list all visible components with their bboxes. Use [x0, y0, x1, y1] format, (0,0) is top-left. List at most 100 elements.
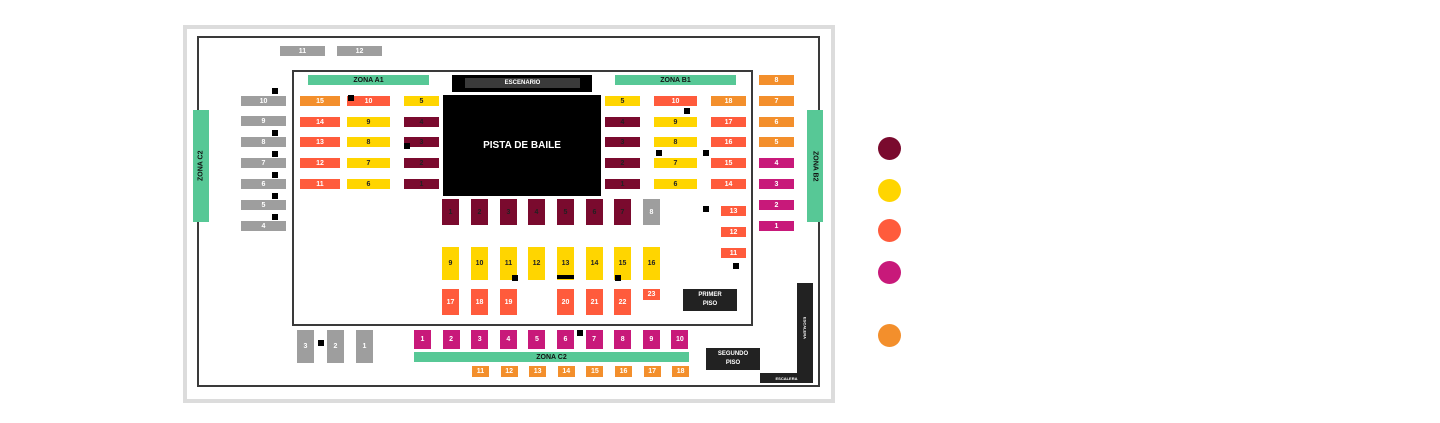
table-yellow-11[interactable]: 11: [500, 247, 517, 280]
table-maroon-3[interactable]: 3: [500, 199, 517, 225]
table-gray-8[interactable]: 8: [241, 137, 286, 147]
table-yellow-7[interactable]: 7: [347, 158, 390, 168]
table-yellow-16[interactable]: 16: [643, 247, 660, 280]
table-red-13[interactable]: 13: [721, 206, 746, 216]
table-red-12[interactable]: 12: [721, 227, 746, 237]
table-magenta-6[interactable]: 6: [557, 330, 574, 349]
table-magenta-3[interactable]: 3: [471, 330, 489, 349]
table-orange-15[interactable]: 15: [586, 366, 604, 377]
table-maroon-3[interactable]: 3: [404, 137, 439, 147]
table-magenta-9[interactable]: 9: [642, 330, 660, 349]
table-yellow-15[interactable]: 15: [614, 247, 631, 280]
table-maroon-1[interactable]: 1: [605, 179, 640, 189]
table-yellow-5[interactable]: 5: [404, 96, 439, 106]
table-orange-13[interactable]: 13: [529, 366, 547, 377]
table-gray-1[interactable]: 1: [356, 330, 373, 363]
table-maroon-4[interactable]: 4: [404, 117, 439, 127]
table-orange-14[interactable]: 14: [557, 366, 575, 377]
table-magenta-1[interactable]: 1: [759, 221, 794, 231]
zona-c2-bottom[interactable]: ZONA C2: [414, 352, 689, 362]
table-yellow-9[interactable]: 9: [347, 117, 390, 127]
table-red-21[interactable]: 21: [586, 289, 603, 315]
table-magenta-1[interactable]: 1: [414, 330, 431, 349]
table-gray-8[interactable]: 8: [643, 199, 660, 225]
table-red-11[interactable]: 11: [721, 248, 746, 258]
table-yellow-9[interactable]: 9: [654, 117, 697, 127]
table-magenta-7[interactable]: 7: [585, 330, 603, 349]
table-orange-18[interactable]: 18: [672, 366, 690, 377]
table-yellow-13[interactable]: 13: [557, 247, 574, 280]
table-maroon-4[interactable]: 4: [528, 199, 545, 225]
table-maroon-6[interactable]: 6: [586, 199, 603, 225]
table-magenta-5[interactable]: 5: [528, 330, 546, 349]
table-gray-5[interactable]: 5: [241, 200, 286, 210]
table-gray-4[interactable]: 4: [241, 221, 286, 231]
table-gray-11[interactable]: 11: [280, 46, 325, 56]
zona-b2[interactable]: ZONA B2: [807, 110, 823, 222]
table-maroon-5[interactable]: 5: [557, 199, 574, 225]
table-gray-7[interactable]: 7: [241, 158, 286, 168]
table-maroon-2[interactable]: 2: [471, 199, 488, 225]
table-maroon-1[interactable]: 1: [404, 179, 439, 189]
table-maroon-2[interactable]: 2: [404, 158, 439, 168]
table-red-14[interactable]: 14: [711, 179, 746, 189]
table-red-20[interactable]: 20: [557, 289, 574, 315]
table-gray-2[interactable]: 2: [327, 330, 344, 363]
table-gray-12[interactable]: 12: [337, 46, 382, 56]
table-red-19[interactable]: 19: [500, 289, 517, 315]
table-magenta-2[interactable]: 2: [759, 200, 794, 210]
table-red-14[interactable]: 14: [300, 117, 340, 127]
table-yellow-10[interactable]: 10: [471, 247, 488, 280]
table-orange-11[interactable]: 11: [472, 366, 489, 377]
table-maroon-3[interactable]: 3: [605, 137, 640, 147]
table-red-17[interactable]: 17: [442, 289, 459, 315]
table-yellow-8[interactable]: 8: [654, 137, 697, 147]
table-orange-6[interactable]: 6: [759, 117, 794, 127]
table-gray-6[interactable]: 6: [241, 179, 286, 189]
table-gray-9[interactable]: 9: [241, 116, 286, 126]
table-red-18[interactable]: 18: [471, 289, 488, 315]
table-magenta-2[interactable]: 2: [442, 330, 460, 349]
zona-b1[interactable]: ZONA B1: [615, 75, 736, 85]
table-magenta-10[interactable]: 10: [671, 330, 689, 349]
table-yellow-7[interactable]: 7: [654, 158, 697, 168]
table-orange-17[interactable]: 17: [643, 366, 661, 377]
table-red-10[interactable]: 10: [654, 96, 697, 106]
table-orange-7[interactable]: 7: [759, 96, 794, 106]
table-red-15[interactable]: 15: [711, 158, 746, 168]
table-magenta-3[interactable]: 3: [759, 179, 794, 189]
table-maroon-4[interactable]: 4: [605, 117, 640, 127]
table-red-23[interactable]: 23: [643, 289, 660, 300]
table-orange-18[interactable]: 18: [711, 96, 746, 106]
table-orange-8[interactable]: 8: [759, 75, 794, 85]
table-orange-5[interactable]: 5: [759, 137, 794, 147]
table-orange-12[interactable]: 12: [500, 366, 518, 377]
table-yellow-6[interactable]: 6: [347, 179, 390, 189]
table-yellow-9[interactable]: 9: [442, 247, 459, 280]
escalera-horizontal: ESCALERA: [760, 373, 813, 383]
table-gray-10[interactable]: 10: [241, 96, 286, 106]
table-red-17[interactable]: 17: [711, 117, 746, 127]
table-red-12[interactable]: 12: [300, 158, 340, 168]
table-orange-16[interactable]: 16: [615, 366, 632, 377]
table-yellow-14[interactable]: 14: [586, 247, 603, 280]
table-red-16[interactable]: 16: [711, 137, 746, 147]
table-red-22[interactable]: 22: [614, 289, 631, 315]
table-gray-3[interactable]: 3: [297, 330, 314, 363]
table-orange-15[interactable]: 15: [300, 96, 340, 106]
table-maroon-7[interactable]: 7: [614, 199, 631, 225]
table-magenta-4[interactable]: 4: [759, 158, 794, 168]
table-magenta-8[interactable]: 8: [614, 330, 632, 349]
table-yellow-5[interactable]: 5: [605, 96, 640, 106]
table-red-10[interactable]: 10: [347, 96, 390, 106]
table-yellow-6[interactable]: 6: [654, 179, 697, 189]
zona-a1[interactable]: ZONA A1: [308, 75, 429, 85]
table-red-11[interactable]: 11: [300, 179, 340, 189]
table-magenta-4[interactable]: 4: [499, 330, 517, 349]
table-maroon-1[interactable]: 1: [442, 199, 459, 225]
table-maroon-2[interactable]: 2: [605, 158, 640, 168]
table-yellow-12[interactable]: 12: [528, 247, 545, 280]
table-yellow-8[interactable]: 8: [347, 137, 390, 147]
zona-c2-left[interactable]: ZONA C2: [193, 110, 209, 222]
table-red-13[interactable]: 13: [300, 137, 340, 147]
